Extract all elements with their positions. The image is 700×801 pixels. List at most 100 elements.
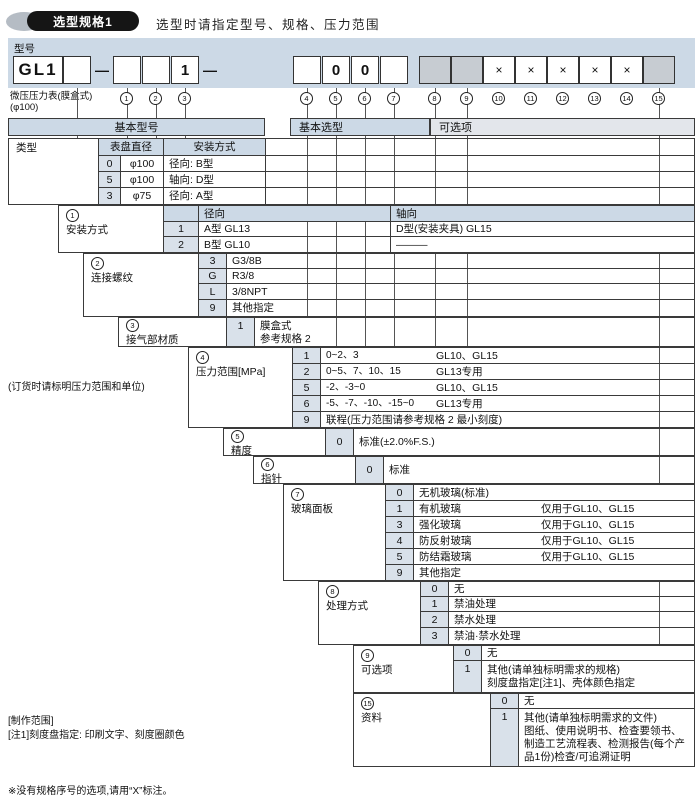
code-cell: 1: [164, 222, 199, 237]
dial-spec-note: [注1]刻度盘指定: 印刷文字、刻度圈颜色: [8, 730, 185, 741]
product-name-line1: 微压压力表(膜盒式): [10, 91, 93, 102]
glass-panel-section: 7 玻璃面板 0 无机玻璃(标准) 1 有机玻璃 仅用于GL10、GL15 3 …: [283, 484, 695, 581]
axial-value: D型(安装夹具) GL15: [391, 222, 694, 237]
range-value: -2、-3~0: [321, 380, 431, 396]
option-note: 仅用于GL10、GL15: [536, 517, 661, 533]
model-box-14: ×: [611, 56, 643, 84]
section-badge: 选型规格1: [27, 11, 139, 31]
code-cell: 1: [421, 597, 449, 612]
wetted-material-label: 3 接气部材质: [119, 318, 227, 346]
options-section: 9 可选项 0 无 1 其他(请单独标明需求的规格) 刻度盘指定[注1]、壳体颜…: [353, 645, 695, 693]
section-number-icon: 2: [91, 257, 104, 270]
connector-line-7: [394, 88, 395, 484]
option-text: G3/8B: [227, 254, 297, 269]
row-filler: [297, 254, 694, 269]
axial-header: 轴向: [391, 206, 694, 222]
model-label: 型号: [14, 43, 35, 55]
option-note: [536, 485, 661, 501]
row-filler: [621, 612, 694, 628]
model-dash: —: [203, 62, 217, 78]
mount-header: 安装方式: [164, 139, 266, 156]
code-cell: L: [199, 284, 227, 300]
row-filler: [561, 348, 694, 364]
connector-line-type: [77, 88, 78, 138]
model-box-3: 1: [171, 56, 199, 84]
dial-diameter-header: 表盘直径: [99, 139, 164, 156]
row-filler: [621, 582, 694, 597]
section-number-icon: 8: [326, 585, 339, 598]
section-number-icon: 15: [361, 697, 374, 710]
radial-value: A型 GL13: [199, 222, 391, 237]
row-filler: [297, 269, 694, 284]
code-cell: 0: [454, 646, 482, 661]
option-note: 仅用于GL10、GL15: [536, 549, 661, 565]
row-filler: [561, 457, 694, 483]
treatment-label: 8 处理方式: [319, 582, 421, 644]
row-filler: [561, 396, 694, 412]
option-text: 禁油处理: [449, 597, 621, 612]
dial-diameter-value: φ75: [121, 188, 164, 204]
pressure-range-label: 4 压力范围[MPa]: [189, 348, 293, 427]
section-number-icon: 9: [361, 649, 374, 662]
model-box-2: [142, 56, 170, 84]
row-filler: [661, 533, 694, 549]
mount-value: 径向: A型: [164, 188, 266, 204]
code-cell: 3: [421, 628, 449, 644]
position-number-11: 11: [524, 92, 537, 105]
model-box-11: ×: [515, 56, 547, 84]
thread-section: 2 连接螺纹 3 G3/8B G R3/8 L 3/8NPT 9 其他指定: [83, 253, 695, 317]
connector-line-8: [435, 88, 436, 581]
position-number-9: 9: [460, 92, 473, 105]
option-text-line1: 其他(请单独标明需求的规格): [487, 664, 620, 676]
documents-text-line1: 其他(请单独标明需求的文件): [524, 712, 657, 724]
model-box-9: [451, 56, 483, 84]
code-cell: 1: [491, 709, 519, 766]
row-filler: [266, 139, 694, 156]
basic-model-header: 基本型号: [8, 118, 265, 136]
material-text-line2: 参考规格 2: [260, 332, 311, 345]
option-text: 无: [482, 646, 694, 661]
option-text: 3/8NPT: [227, 284, 297, 300]
connector-line-15: [659, 88, 660, 693]
model-box-13: ×: [579, 56, 611, 84]
section-label-text: 可选项: [361, 664, 393, 676]
option-text-line2: 刻度盘指定[注1]、壳体颜色指定: [487, 677, 636, 689]
axial-value: ———: [391, 237, 694, 252]
position-number-3: 3: [178, 92, 191, 105]
range-note: GL10、GL15: [431, 348, 561, 364]
accuracy-section: 5 精度 0 标准(±2.0%F.S.): [223, 428, 695, 456]
row-filler: [266, 172, 694, 188]
range-note: GL13专用: [431, 364, 561, 380]
range-note: GL10、GL15: [431, 380, 561, 396]
type-section: 类型 表盘直径 安装方式 0 φ100 径向: B型 5 φ100 轴向: D型…: [8, 138, 695, 205]
section-label-text: 处理方式: [326, 600, 368, 612]
range-value: 0~2、3: [321, 348, 431, 364]
position-number-15: 15: [652, 92, 665, 105]
code-cell: 0: [326, 429, 354, 455]
position-number-8: 8: [428, 92, 441, 105]
position-number-14: 14: [620, 92, 633, 105]
accuracy-label: 5 精度: [224, 429, 326, 455]
row-filler: [321, 318, 694, 346]
range-note: GL13专用: [431, 396, 561, 412]
model-box-15: [643, 56, 675, 84]
code-cell: 5: [293, 380, 321, 396]
product-name: 微压压力表(膜盒式) (φ100): [10, 91, 92, 113]
section-number-icon: 5: [231, 430, 244, 443]
making-range-note: [制作范围]: [8, 716, 54, 727]
basic-selection-header: 基本选型: [290, 118, 430, 136]
section-number-icon: 7: [291, 488, 304, 501]
options-header: 可选项: [430, 118, 695, 136]
row-filler: [661, 485, 694, 501]
model-box-12: ×: [547, 56, 579, 84]
section-label-text: 资料: [361, 712, 382, 724]
row-filler: [661, 549, 694, 565]
code-cell: G: [199, 269, 227, 284]
code-cell: 1: [454, 661, 482, 692]
position-number-1: 1: [120, 92, 133, 105]
code-cell: 9: [386, 565, 414, 580]
wetted-material-section: 3 接气部材质 1 膜盒式 参考规格 2: [118, 317, 695, 347]
row-filler: [561, 364, 694, 380]
x-mark-note: ※没有规格序号的选项,请用“X”标注。: [8, 786, 173, 797]
